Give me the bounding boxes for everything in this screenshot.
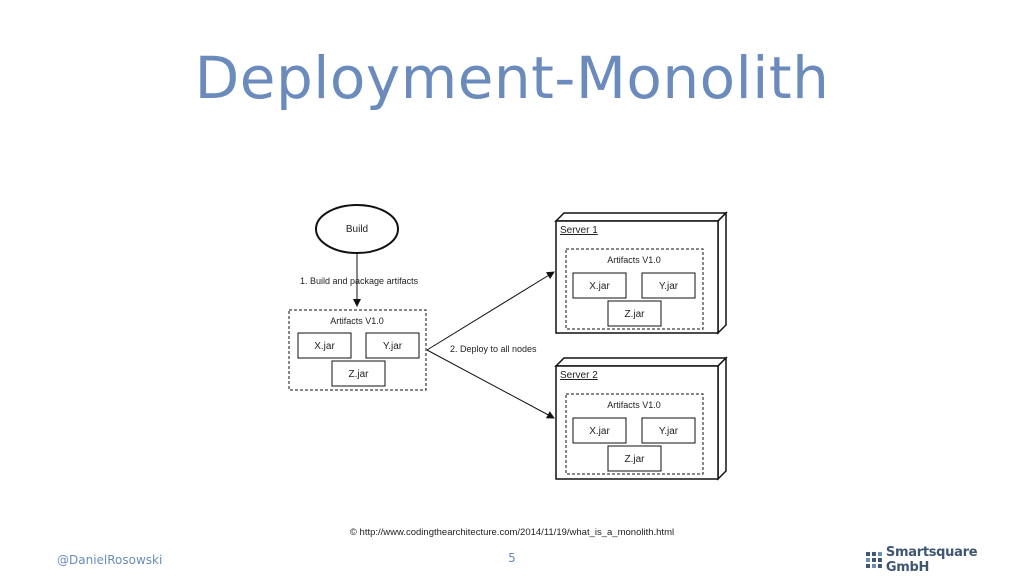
server-node-2: Server 2 Artifacts V1.0 X.jar Y.jar Z.ja…: [554, 356, 728, 481]
server-artifacts-label: Artifacts V1.0: [607, 400, 661, 410]
step1-label: 1. Build and package artifacts: [300, 276, 419, 286]
server-name: Server 2: [560, 370, 598, 381]
jar-label: Z.jar: [625, 454, 646, 465]
build-label: Build: [346, 224, 368, 235]
page-number: 5: [508, 551, 516, 565]
jar-box-y: [365, 332, 420, 359]
brand-name: Smartsquare GmbH: [885, 545, 978, 575]
step2-label: 2. Deploy to all nodes: [450, 344, 537, 354]
deploy-arrow-server-1: [426, 271, 555, 351]
jar-box-z: [331, 360, 386, 387]
slide-title: Deployment-Monolith: [194, 44, 830, 112]
footer-author: @DanielRosowski: [57, 553, 163, 567]
jar-label: X.jar: [314, 341, 335, 352]
jar-label: Y.jar: [659, 281, 679, 292]
jar-box-x: [297, 332, 352, 359]
jar-label: Y.jar: [383, 341, 403, 352]
jar-label: Z.jar: [625, 309, 646, 320]
deploy-arrow-server-2: [426, 349, 555, 419]
source-citation: © http://www.codingthearchitecture.com/2…: [349, 527, 675, 538]
smartsquare-logo-icon: [866, 552, 882, 568]
jar-label: Z.jar: [349, 369, 370, 380]
artifacts-label: Artifacts V1.0: [330, 316, 384, 326]
server-name: Server 1: [560, 225, 598, 236]
brand-logo: Smartsquare GmbH: [866, 545, 1024, 575]
jar-label: X.jar: [589, 426, 610, 437]
jar-label: X.jar: [589, 281, 610, 292]
jar-label: Y.jar: [659, 426, 679, 437]
server-artifacts-label: Artifacts V1.0: [607, 255, 661, 265]
server-node-1: Server 1 Artifacts V1.0 X.jar Y.jar Z.ja…: [554, 211, 728, 335]
